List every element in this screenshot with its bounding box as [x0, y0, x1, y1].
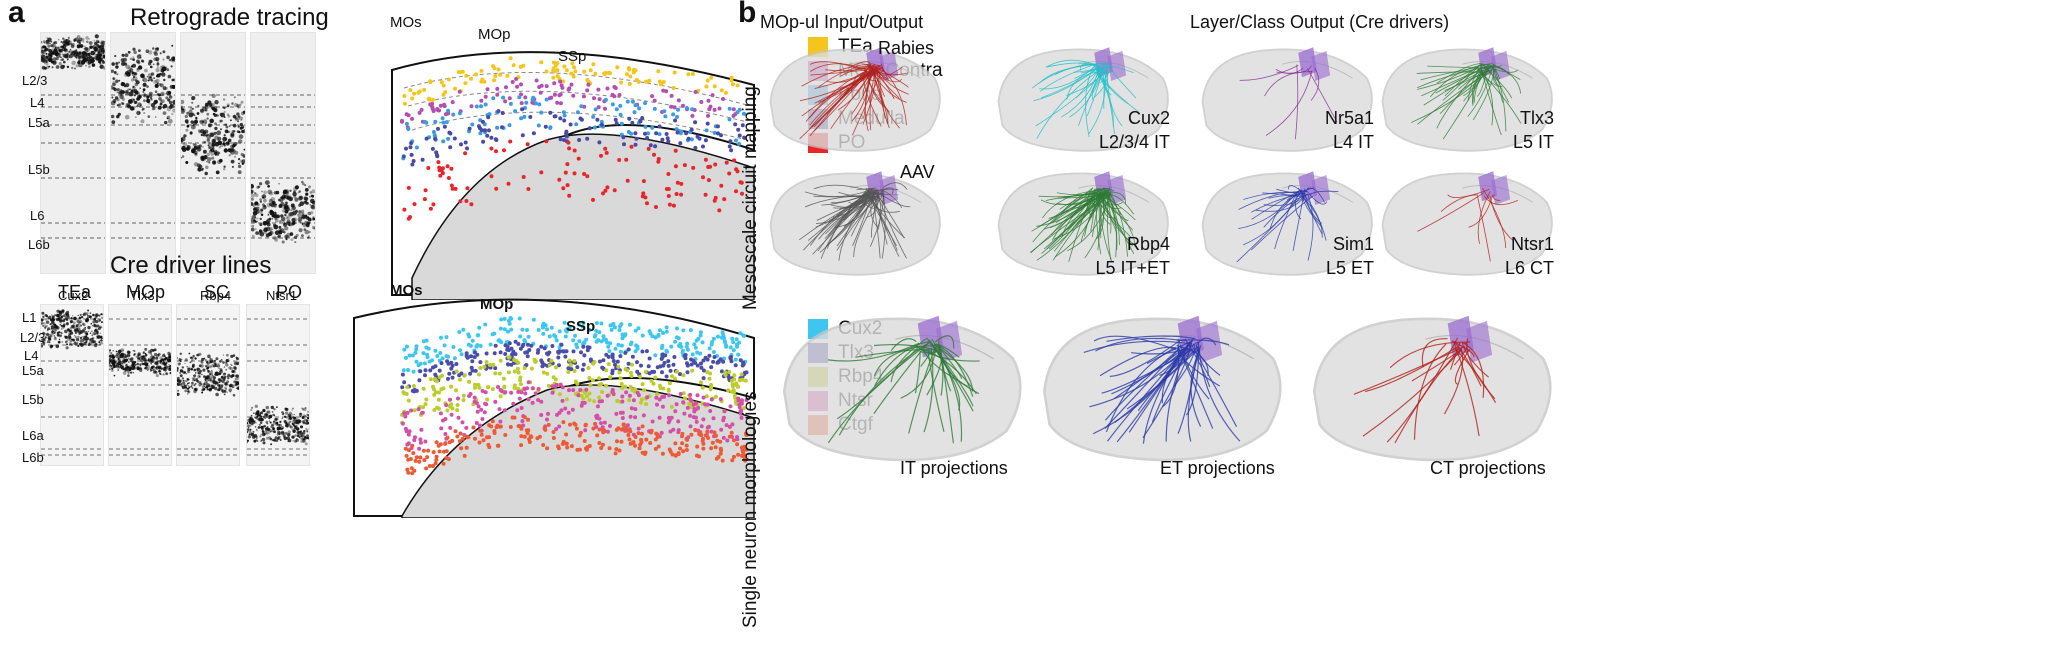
- retro-column-label: MOp: [126, 282, 166, 302]
- brain-label: Tlx3: [1519, 108, 1554, 128]
- cre-layer-label: L5a: [22, 363, 44, 378]
- cre-column-label: Rbp4: [200, 288, 232, 303]
- brain-sublabel: L5 ET: [1325, 258, 1374, 278]
- map2-region-label: MOp: [480, 296, 514, 313]
- map2-region-label: SSp: [566, 318, 596, 335]
- brain-render: Ntsr1 L6 CT: [1372, 160, 1562, 282]
- brain-projection-label: ET projections: [1160, 458, 1275, 478]
- brain-render: Rabies: [760, 36, 950, 158]
- cre-column-label: Tlx3: [130, 288, 155, 303]
- cre-layer-label: L6a: [22, 428, 44, 443]
- retro-strip: [40, 32, 106, 274]
- cre-strip: [108, 304, 172, 466]
- header-input-output: MOp-ul Input/Output: [760, 12, 924, 32]
- brain-label: Rbp4: [1126, 234, 1170, 254]
- retro-layer-label: L4: [30, 95, 45, 110]
- cre-layer-label: L2/3: [20, 330, 46, 345]
- map1-region-label: MOs: [390, 14, 422, 31]
- brain-render: Rbp4 L5 IT+ET: [988, 160, 1178, 282]
- retro-layer-label: L5a: [28, 115, 50, 130]
- retro-layer-label: L6: [30, 208, 45, 223]
- retro-column-label: PO: [276, 282, 303, 302]
- brain-label: Cux2: [1127, 108, 1170, 128]
- brain-render: IT projections: [770, 300, 1034, 478]
- retro-layer-label: L5b: [28, 162, 50, 177]
- retro-column-label: SC: [204, 282, 230, 302]
- cre-strip: [40, 304, 104, 466]
- map2-region-label: MOs: [390, 282, 423, 299]
- retro-layer-label: L6b: [28, 237, 50, 252]
- brain-sublabel: L2/3/4 IT: [1098, 132, 1170, 152]
- retro-layer-label: L2/3: [22, 73, 48, 88]
- retrograde-tracing-title: Retrograde tracing: [130, 4, 329, 31]
- cre-column-label: Cux2: [58, 288, 89, 303]
- cre-layer-label: L4: [24, 348, 39, 363]
- brain-label: Ntsr1: [1510, 234, 1554, 254]
- brain-projection-label: IT projections: [900, 458, 1008, 478]
- brain-label: AAV: [900, 162, 935, 182]
- retro-strip: [110, 32, 176, 274]
- cre-strip: [176, 304, 240, 466]
- brain-sublabel: L5 IT+ET: [1095, 258, 1170, 278]
- header-layer-class: Layer/Class Output (Cre drivers): [1190, 12, 1450, 32]
- cortex-map-cre: [353, 298, 755, 518]
- brain-render: Tlx3 L5 IT: [1372, 36, 1562, 158]
- retro-strip: [250, 32, 316, 274]
- brain-sublabel: L6 CT: [1504, 258, 1554, 278]
- brain-render: CT projections: [1300, 300, 1564, 478]
- side-label-single-neuron: Single neuron morphologies: [740, 391, 761, 628]
- cre-strip: [246, 304, 310, 466]
- cre-layer-label: L5b: [22, 392, 44, 407]
- brain-render: AAV: [760, 160, 950, 282]
- cre-driver-title: Cre driver lines: [110, 252, 272, 279]
- brain-label: Nr5a1: [1324, 108, 1374, 128]
- cre-column-label: Ntsr1: [266, 288, 298, 303]
- brain-render: ET projections: [1030, 300, 1294, 478]
- cortex-map-retrograde: [391, 51, 755, 300]
- brain-label: Sim1: [1332, 234, 1374, 254]
- brain-label: Rabies: [878, 38, 935, 58]
- brain-projection-label: CT projections: [1430, 458, 1546, 478]
- map1-region-label: SSp: [558, 48, 587, 65]
- brain-sublabel: L4 IT: [1332, 132, 1374, 152]
- brain-sublabel: L5 IT: [1512, 132, 1554, 152]
- cre-layer-label: L1: [22, 310, 37, 325]
- panel-a-letter: a: [8, 0, 25, 29]
- map1-region-label: MOp: [478, 26, 511, 43]
- retro-column-label: TEa: [58, 282, 92, 302]
- retro-strip: [180, 32, 246, 274]
- brain-render: Sim1 L5 ET: [1192, 160, 1382, 282]
- cre-layer-label: L6b: [22, 450, 44, 465]
- brain-render: Nr5a1 L4 IT: [1192, 36, 1382, 158]
- panel-b-letter: b: [738, 0, 757, 29]
- side-label-mesoscale: Mesoscale circuit mapping: [740, 86, 761, 310]
